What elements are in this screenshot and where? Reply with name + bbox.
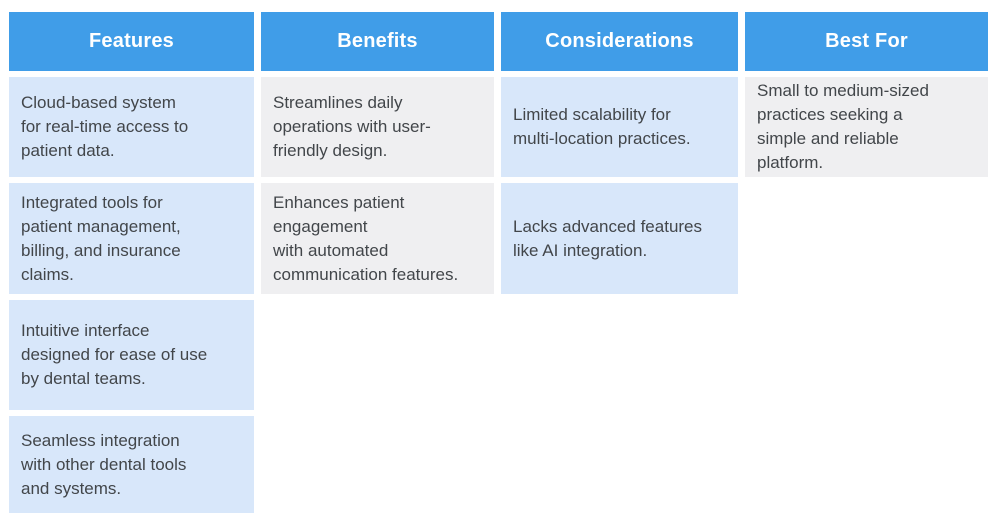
cell-features-row4: Seamless integration with other dental t… <box>9 416 254 513</box>
cell-best-for-row3 <box>745 300 988 410</box>
cell-best-for-row1: Small to medium-sized practices seeking … <box>745 77 988 177</box>
cell-considerations-row4 <box>501 416 738 513</box>
column-header-best-for: Best For <box>745 12 988 71</box>
cell-benefits-row3 <box>261 300 494 410</box>
cell-benefits-row2: Enhances patient engagement with automat… <box>261 183 494 294</box>
cell-best-for-row2 <box>745 183 988 294</box>
comparison-table: Features Benefits Considerations Best Fo… <box>9 12 988 513</box>
cell-features-row3: Intuitive interface designed for ease of… <box>9 300 254 410</box>
column-header-benefits: Benefits <box>261 12 494 71</box>
cell-best-for-row4 <box>745 416 988 513</box>
cell-considerations-row1: Limited scalability for multi-location p… <box>501 77 738 177</box>
cell-considerations-row2: Lacks advanced features like AI integrat… <box>501 183 738 294</box>
cell-benefits-row1: Streamlines daily operations with user- … <box>261 77 494 177</box>
column-header-considerations: Considerations <box>501 12 738 71</box>
cell-benefits-row4 <box>261 416 494 513</box>
cell-features-row2: Integrated tools for patient management,… <box>9 183 254 294</box>
column-header-features: Features <box>9 12 254 71</box>
cell-features-row1: Cloud-based system for real-time access … <box>9 77 254 177</box>
cell-considerations-row3 <box>501 300 738 410</box>
